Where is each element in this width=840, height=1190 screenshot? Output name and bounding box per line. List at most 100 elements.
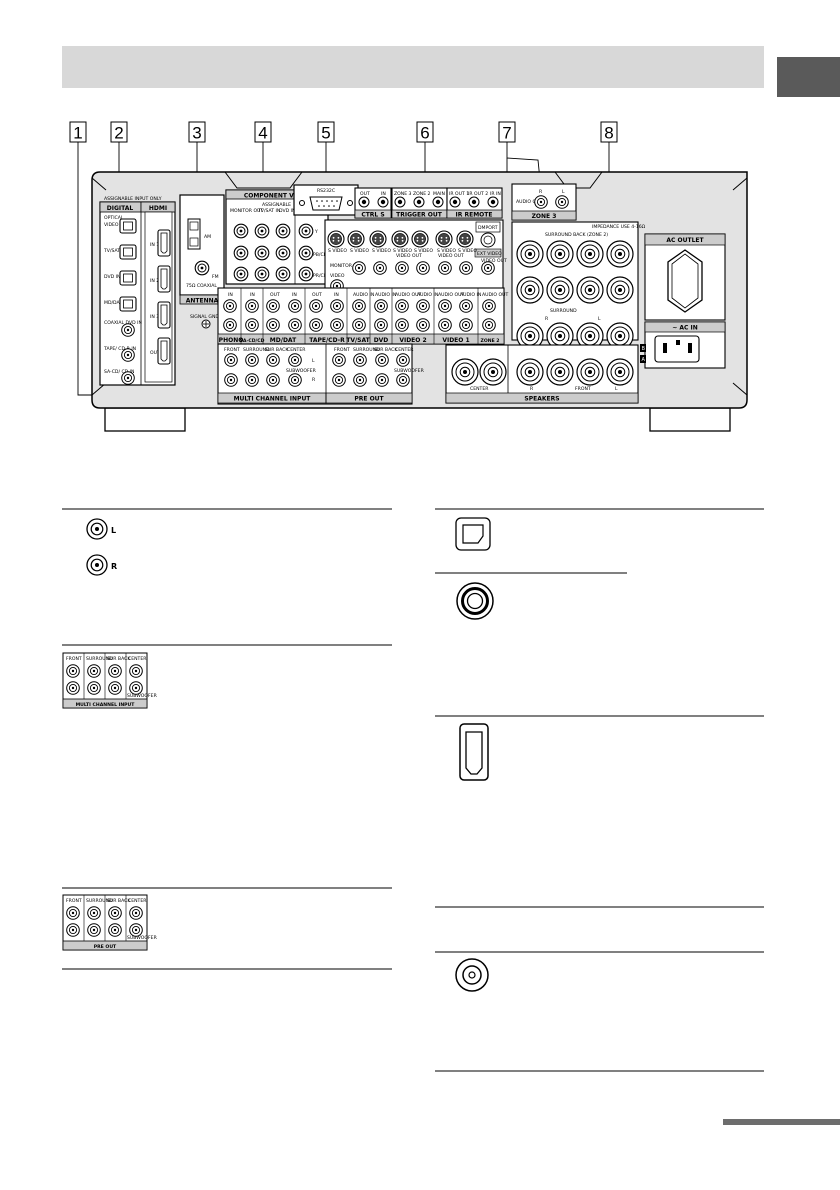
mci-jack[interactable] [224,373,238,387]
audio-jack[interactable] [416,299,430,313]
mci-jack[interactable] [266,373,280,387]
audio-jack[interactable] [438,318,452,332]
s-video-jack[interactable] [411,230,429,248]
audio-jack[interactable] [223,318,237,332]
preout-jack[interactable] [353,353,367,367]
video-jack[interactable] [373,261,387,275]
audio-jack[interactable] [330,318,344,332]
cv-jack[interactable] [254,266,270,282]
mci-jack[interactable] [288,373,302,387]
cv-jack[interactable] [275,223,291,239]
video-jack[interactable] [438,261,452,275]
s-video-jack[interactable] [435,230,453,248]
optical-jack-video2[interactable] [119,218,137,234]
audio-jack[interactable] [309,299,323,313]
audio-jack[interactable] [482,299,496,313]
mci-jack[interactable] [245,373,259,387]
hdmi-in3-port[interactable] [157,301,171,329]
audio-jack[interactable] [266,299,280,313]
video-jack[interactable] [352,261,366,275]
speaker-terminal[interactable] [516,240,544,268]
audio-jack[interactable] [459,318,473,332]
hdmi-in1-port[interactable] [157,229,171,257]
speaker-terminal[interactable] [546,276,574,304]
audio-jack[interactable] [352,318,366,332]
speaker-terminal[interactable] [576,276,604,304]
cv-jack[interactable] [254,245,270,261]
coaxial-jack-tape[interactable] [121,348,135,362]
zone3-r-jack[interactable] [534,195,548,209]
optical-jack-mddat[interactable] [119,296,137,312]
ac-in-socket[interactable] [654,335,700,363]
preout-jack[interactable] [332,353,346,367]
trigger-zone3-jack[interactable] [394,196,406,208]
speaker-terminal[interactable] [576,358,604,386]
audio-jack[interactable] [438,299,452,313]
speaker-terminal[interactable] [451,358,479,386]
speaker-terminal[interactable] [546,358,574,386]
speaker-terminal[interactable] [479,358,507,386]
coaxial-jack-sacd[interactable] [121,371,135,385]
video-jack[interactable] [416,261,430,275]
trigger-zone2-jack[interactable] [413,196,425,208]
audio-jack[interactable] [374,299,388,313]
mci-jack[interactable] [288,353,302,367]
cv-jack[interactable] [233,266,249,282]
cv-jack[interactable] [298,223,314,239]
cv-jack[interactable] [275,245,291,261]
audio-jack[interactable] [266,318,280,332]
preout-jack[interactable] [332,373,346,387]
cv-jack[interactable] [298,245,314,261]
audio-jack[interactable] [352,299,366,313]
hdmi-in2-port[interactable] [157,265,171,293]
speaker-terminal[interactable] [576,240,604,268]
s-video-jack[interactable] [347,230,365,248]
rs232c-port[interactable] [309,196,343,211]
speaker-terminal[interactable] [546,240,574,268]
ir-in-jack[interactable] [487,196,499,208]
speaker-terminal[interactable] [606,358,634,386]
ctrl-s-out-jack[interactable] [358,196,370,208]
speaker-terminal[interactable] [606,276,634,304]
audio-jack[interactable] [223,299,237,313]
optical-jack-dvd[interactable] [119,270,137,286]
zone3-l-jack[interactable] [555,195,569,209]
video-jack[interactable] [395,261,409,275]
s-video-jack[interactable] [456,230,474,248]
cv-jack[interactable] [298,266,314,282]
coaxial-jack-dvd[interactable] [121,323,135,337]
hdmi-out-port[interactable] [157,337,171,365]
trigger-main-jack[interactable] [432,196,444,208]
cv-jack[interactable] [275,266,291,282]
audio-jack[interactable] [395,299,409,313]
preout-jack[interactable] [396,353,410,367]
cv-jack[interactable] [233,245,249,261]
speaker-terminal[interactable] [516,276,544,304]
preout-jack[interactable] [396,373,410,387]
ir-out2-jack[interactable] [468,196,480,208]
s-video-jack[interactable] [369,230,387,248]
preout-jack[interactable] [353,373,367,387]
audio-jack[interactable] [245,318,259,332]
audio-jack[interactable] [395,318,409,332]
audio-jack[interactable] [459,299,473,313]
preout-jack[interactable] [375,373,389,387]
video-jack[interactable] [459,261,473,275]
fm-antenna-jack[interactable] [194,260,210,276]
speaker-terminal[interactable] [606,240,634,268]
s-video-jack[interactable] [327,230,345,248]
cv-jack[interactable] [233,223,249,239]
optical-jack-tvsat[interactable] [119,244,137,260]
audio-jack[interactable] [330,299,344,313]
mci-jack[interactable] [224,353,238,367]
speaker-terminal[interactable] [516,358,544,386]
mci-jack[interactable] [266,353,280,367]
ac-outlet-socket[interactable] [667,249,703,313]
preout-jack[interactable] [375,353,389,367]
audio-jack[interactable] [309,318,323,332]
cv-jack[interactable] [254,223,270,239]
ir-out1-jack[interactable] [449,196,461,208]
mci-jack[interactable] [245,353,259,367]
audio-jack[interactable] [245,299,259,313]
ctrl-s-in-jack[interactable] [377,196,389,208]
